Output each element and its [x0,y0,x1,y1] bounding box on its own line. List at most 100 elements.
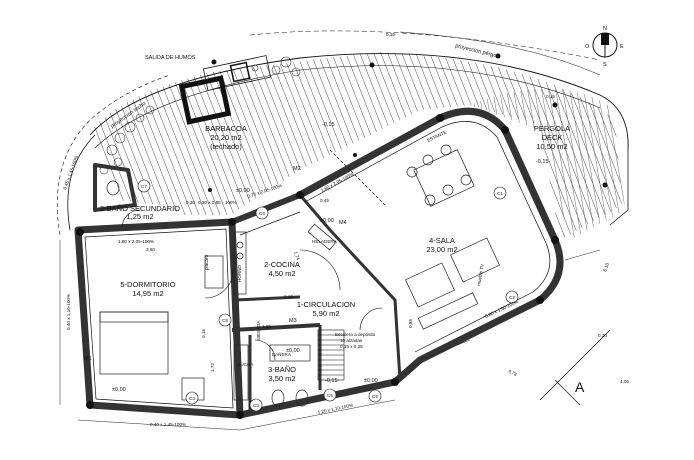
dormitorio-name: 5-DORMITORIO [120,280,175,289]
dim-15: 0,40 x 1,45-100% [150,422,186,427]
level-5: ±0,00 [320,218,334,224]
compass [592,32,618,58]
dim-18: 1,20 x 1,10-100% [317,403,353,415]
living-furniture [405,144,500,330]
marker-c1: C1 [497,191,503,196]
compass-s: S [603,62,607,68]
marker-c4: C4 [189,396,195,401]
dim-10: 0,15 [201,329,206,338]
dim-24: 0,45 [320,198,329,203]
room-labels: BARBACOA 20,20 m2 (techado) 6-BAÑO SECUN… [100,124,570,383]
level-4: ±0,00 [364,378,378,384]
barbacoa-name: BARBACOA [205,124,247,133]
marker-c9: C9 [372,394,378,399]
marker-circles [137,179,519,412]
marker-c7: C7 [141,184,147,189]
pergola-area: 10,50 m2 [536,142,567,151]
dim-21: 0,10 [386,32,395,37]
dim-14: 4,05 [620,379,629,384]
dim-12: 4,78 [508,368,519,377]
compass-letters: N S E O [585,26,624,68]
terrace-edges [56,30,629,236]
barbacoa-area: 20,20 m2 [210,133,241,142]
section-mark: A [575,379,585,395]
escalera-size: 0,15 x 0,25 [340,344,363,349]
door-swings [121,209,383,361]
fixture-ducha: DUCHA [237,362,254,367]
bano-secundario-name: 6-BAÑO SECUNDARIO [100,204,180,213]
cocina-name: 2-COCINA [264,260,300,269]
wall-inner-lines [84,121,551,409]
proyeccion-pergola-label: proyeccion pérgola [455,43,502,60]
dim-13: 0,30 [598,333,607,338]
level-3: -0,15 [536,159,549,165]
bath-fixtures [106,180,311,407]
marker-m4: M4 [339,220,347,226]
columns [76,53,608,419]
proyeccion-techo-label: proyeccion techo [110,101,148,130]
dim-7: 2,10 [284,294,293,299]
fixture-banera: BAÑERA [272,351,292,357]
fixture-placard: placard [204,254,209,270]
fixture-horno: HORNO [237,264,242,282]
escalera-label: Escalera a depósito [335,332,376,337]
marker-c2: C2 [509,295,515,300]
sala-area: 23,00 m2 [426,245,457,254]
level-marks: -0,15 ±0,00 -0,15 ±0,00 ±0,00 ±0,00 ±0,0… [112,122,549,393]
fixture-estante: ESTANTE [426,130,447,143]
garden-plants [99,56,301,175]
circulacion-name: 1-CIRCULACION [297,300,355,309]
fixture-heladera: HELADERA [312,239,338,244]
dim-1: 0,30 x 0,85 - 100% [198,200,237,205]
pergola-sub: DECK [542,133,563,142]
marker-m1: M1 [84,356,92,362]
escalera-detail: 10 alzadas [340,338,363,343]
pergola-name: PERGOLA [534,124,570,133]
dim-19: 0,45 x 1,45-100% [62,155,79,191]
fixture-mueble: mueble TV [476,263,485,287]
bano-secundario-area: 1,25 m2 [126,212,153,221]
bano-area: 3,50 m2 [268,374,295,383]
level-2: ±0,00 [236,188,250,194]
level-8: -0,15 [325,378,338,384]
sala-name: 4-SALA [429,236,455,245]
level-6: ±0,00 [286,348,300,354]
dim-17: 0,40 x 1,10-100% [66,294,71,330]
compass-o: O [585,44,590,50]
dim-20: 0,30 [186,200,195,205]
dim-5: 3,60 [146,247,155,252]
compass-n: N [603,26,607,32]
marker-c8: C8 [222,318,228,323]
fixture-mesada: MESADA [256,320,261,340]
circulacion-area: 5,90 m2 [312,309,339,318]
marker-c6: C6 [259,211,265,216]
section-cut [329,149,611,406]
dim-3: 1,80 x 2,05-100% [118,239,154,244]
compass-e: E [620,44,624,50]
salida-humos-label: SALIDA DE HUMOS [145,55,196,61]
dim-23: 0,15 [546,94,555,99]
dim-8: 1,95 [262,324,271,329]
barbacoa-block [178,55,272,125]
dimension-lines [59,240,601,431]
dormitorio-area: 14,95 m2 [132,289,163,298]
stairs [317,329,345,381]
dim-22: 6,10 [602,262,610,273]
marker-c3: C3 [253,403,259,408]
kitchen-furniture [233,223,337,295]
dim-9: 1,72 [210,363,215,372]
marker-c5: C5 [327,393,333,398]
marker-labels: M1 M2 M3 M4 C1 C2 C3 C4 C5 C6 C7 C8 C9 [84,166,515,408]
dim-11: 0,85 [408,319,413,328]
bedroom-furniture [99,255,224,401]
marker-m3: M3 [289,318,297,324]
house-walls [74,107,564,419]
level-7: ±0,00 [112,387,126,393]
dim-6: 1,74 [293,251,301,262]
barbacoa-note: (techado) [210,142,242,151]
cocina-area: 4,50 m2 [268,269,295,278]
bano-name: 3-BAÑO [268,365,296,374]
marker-m2: M2 [293,166,301,172]
level-1: -0,15 [322,122,335,128]
